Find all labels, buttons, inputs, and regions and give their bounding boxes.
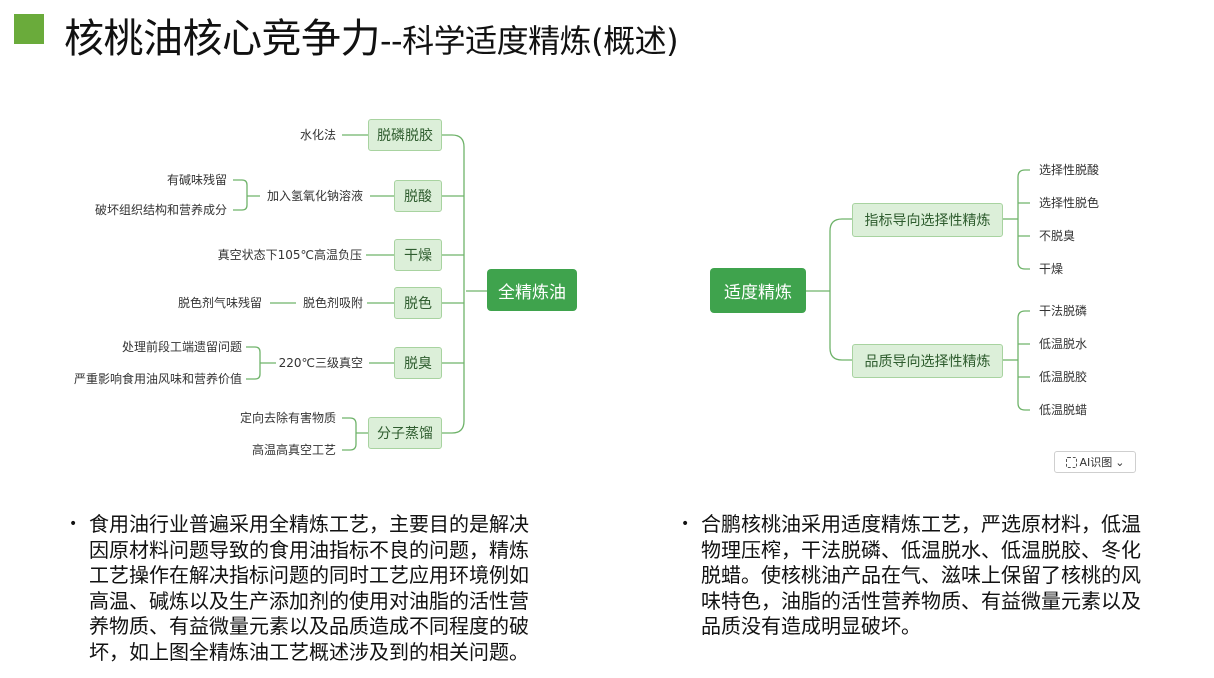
branch-node-molecular-distillation[interactable]: 分子蒸馏 — [368, 417, 442, 449]
leaf-drying: 干燥 — [1039, 262, 1064, 276]
branch-node-decolorizing[interactable]: 脱色 — [394, 287, 442, 319]
bullet-icon: • — [69, 516, 78, 532]
leaf-flavor-impact: 严重影响食用油风味和营养价值 — [73, 372, 242, 386]
title-accent-square — [14, 14, 44, 44]
left-paragraph: • 食用油行业普遍采用全精炼工艺，主要目的是解决 因原材料问题导致的食用油指标不… — [69, 512, 529, 665]
branch-node-quality-oriented[interactable]: 品质导向选择性精炼 — [852, 344, 1003, 378]
left-paragraph-line: 工艺操作在解决指标问题的同时工艺应用环境例如 — [89, 563, 529, 587]
leaf-legacy-issues: 处理前段工端遗留问题 — [121, 340, 242, 354]
leaf-structure-damage: 破坏组织结构和营养成分 — [94, 203, 227, 217]
right-paragraph-line: 味特色，油脂的活性营养物质、有益微量元素以及 — [701, 588, 1141, 613]
leaf-low-temp-dewaxing: 低温脱蜡 — [1039, 403, 1088, 417]
branch-node-index-oriented[interactable]: 指标导向选择性精炼 — [852, 203, 1003, 237]
leaf-selective-deacid: 选择性脱酸 — [1039, 163, 1100, 177]
ai-image-recognition-button[interactable]: AI识图 ⌄ — [1054, 451, 1136, 473]
leaf-remove-harmful: 定向去除有害物质 — [239, 411, 336, 425]
branch-node-degumming[interactable]: 脱磷脱胶 — [368, 119, 442, 151]
leaf-low-temp-degumming: 低温脱胶 — [1039, 370, 1088, 384]
mid-naoh-solution: 加入氢氧化钠溶液 — [266, 189, 363, 203]
root-node-moderate-refining[interactable]: 适度精炼 — [710, 268, 806, 313]
title-sub: --科学适度精炼(概述) — [380, 22, 679, 60]
left-paragraph-line: 高温、碱炼以及生产添加剂的使用对油脂的活性营 — [89, 588, 529, 613]
right-paragraph-line: 脱蜡。使核桃油产品在气、滋味上保留了核桃的风 — [701, 563, 1141, 587]
root-node-full-refining[interactable]: 全精炼油 — [487, 269, 577, 311]
right-paragraph-line: 品质没有造成明显破坏。 — [701, 614, 921, 638]
right-paragraph-line: 物理压榨，干法脱磷、低温脱水、低温脱胶、冬化 — [701, 537, 1141, 562]
branch-node-deodorizing[interactable]: 脱臭 — [394, 347, 442, 379]
right-paragraph-line: 合鹏核桃油采用适度精炼工艺，严选原材料，低温 — [701, 512, 1141, 536]
scan-icon — [1065, 456, 1077, 468]
mid-adsorbent: 脱色剂吸附 — [302, 296, 363, 310]
chevron-down-icon: ⌄ — [1115, 455, 1125, 469]
leaf-selective-decolor: 选择性脱色 — [1039, 196, 1100, 210]
leaf-hydration: 水化法 — [299, 128, 336, 142]
left-paragraph-line: 坏，如上图全精炼油工艺概述涉及到的相关问题。 — [89, 639, 529, 664]
left-paragraph-line: 因原材料问题导致的食用油指标不良的问题，精炼 — [89, 537, 529, 562]
leaf-vacuum-105: 真空状态下105℃高温负压 — [217, 248, 362, 262]
left-paragraph-line: 养物质、有益微量元素以及品质造成不同程度的破 — [89, 614, 529, 638]
leaf-alkali-residue: 有碱味残留 — [166, 173, 227, 187]
bullet-icon: • — [681, 516, 690, 532]
branch-node-drying[interactable]: 干燥 — [394, 239, 442, 271]
mid-220-vacuum: 220℃三级真空 — [278, 356, 363, 370]
right-paragraph: • 合鹏核桃油采用适度精炼工艺，严选原材料，低温 物理压榨，干法脱磷、低温脱水、… — [681, 512, 1141, 640]
leaf-adsorbent-odor: 脱色剂气味残留 — [177, 296, 262, 310]
title-main: 核桃油核心竞争力 — [64, 16, 381, 62]
branch-node-deacidification[interactable]: 脱酸 — [394, 180, 442, 212]
left-paragraph-line: 食用油行业普遍采用全精炼工艺，主要目的是解决 — [89, 512, 529, 536]
leaf-dry-dephosphorization: 干法脱磷 — [1039, 304, 1088, 318]
leaf-low-temp-dehydration: 低温脱水 — [1039, 337, 1088, 351]
leaf-high-vacuum: 高温高真空工艺 — [251, 443, 336, 457]
page-title: 核桃油核心竞争力--科学适度精炼(概述) — [64, 6, 679, 64]
ai-button-label: AI识图 — [1079, 456, 1113, 469]
leaf-no-deodorize: 不脱臭 — [1039, 229, 1076, 243]
